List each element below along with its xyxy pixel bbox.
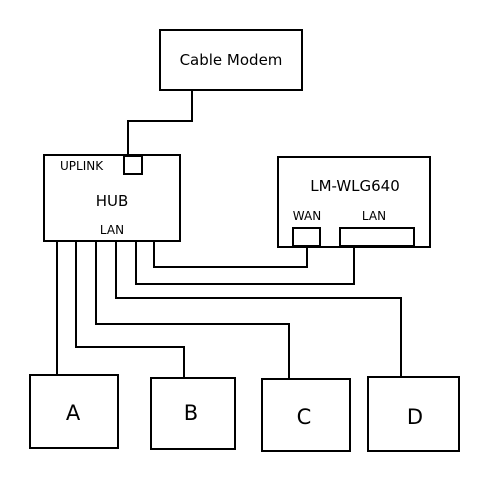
hub-to-router-wan-wire (153, 240, 308, 268)
computer-c-node: C (261, 378, 351, 452)
cable-modem-box (159, 29, 303, 91)
router-lan-port (339, 227, 415, 247)
computer-b-label: B (184, 401, 198, 425)
computer-b-box (150, 377, 236, 450)
router-wan-label: WAN (293, 209, 321, 223)
router-label: LM-WLG640 (310, 177, 400, 195)
computer-b-node: B (150, 377, 236, 450)
computer-d-node: D (367, 376, 460, 452)
computer-c-label: C (297, 405, 312, 429)
hub-to-router-lan-wire (135, 240, 355, 285)
hub-to-computer-b-wire (75, 240, 185, 379)
computer-a-box (29, 374, 119, 449)
hub-box (43, 154, 181, 242)
cable-modem-node: Cable Modem (159, 29, 303, 91)
router-lan-label: LAN (362, 209, 386, 223)
hub-label: HUB (96, 192, 129, 210)
computer-a-node: A (29, 374, 119, 449)
hub-lan-label: LAN (100, 223, 124, 237)
hub-to-computer-d-wire (115, 240, 402, 378)
router-node: LM-WLG640 WAN LAN (277, 156, 431, 248)
computer-c-box (261, 378, 351, 452)
hub-to-computer-c-wire (95, 240, 290, 380)
computer-d-label: D (407, 405, 423, 429)
cable-modem-label: Cable Modem (180, 51, 283, 69)
computer-d-box (367, 376, 460, 452)
hub-node: UPLINK HUB LAN (43, 154, 181, 242)
hub-uplink-port (123, 155, 143, 175)
hub-uplink-label: UPLINK (60, 159, 104, 173)
router-wan-port (292, 227, 321, 247)
computer-a-label: A (66, 401, 81, 425)
modem-to-hub-uplink-wire (127, 89, 193, 156)
